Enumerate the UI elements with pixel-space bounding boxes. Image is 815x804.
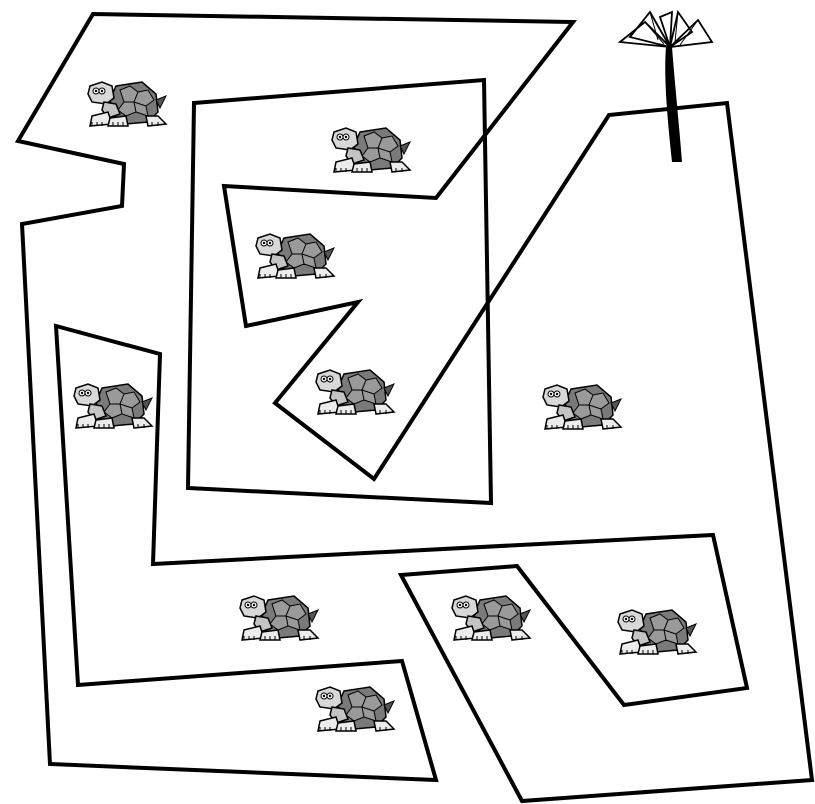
turtle-icon[interactable] [256, 234, 334, 278]
turtle-icon[interactable] [316, 687, 394, 731]
turtle-icon[interactable] [618, 610, 696, 654]
turtle-icon[interactable] [74, 384, 152, 428]
palm-tree-icon [620, 12, 712, 162]
turtle-icon[interactable] [88, 82, 166, 126]
turtle-icon[interactable] [452, 596, 530, 640]
turtle-icon[interactable] [543, 385, 621, 429]
turtle-icon[interactable] [240, 596, 318, 640]
turtles [74, 82, 696, 731]
turtle-icon[interactable] [332, 128, 410, 172]
turtle-icon[interactable] [316, 370, 394, 414]
